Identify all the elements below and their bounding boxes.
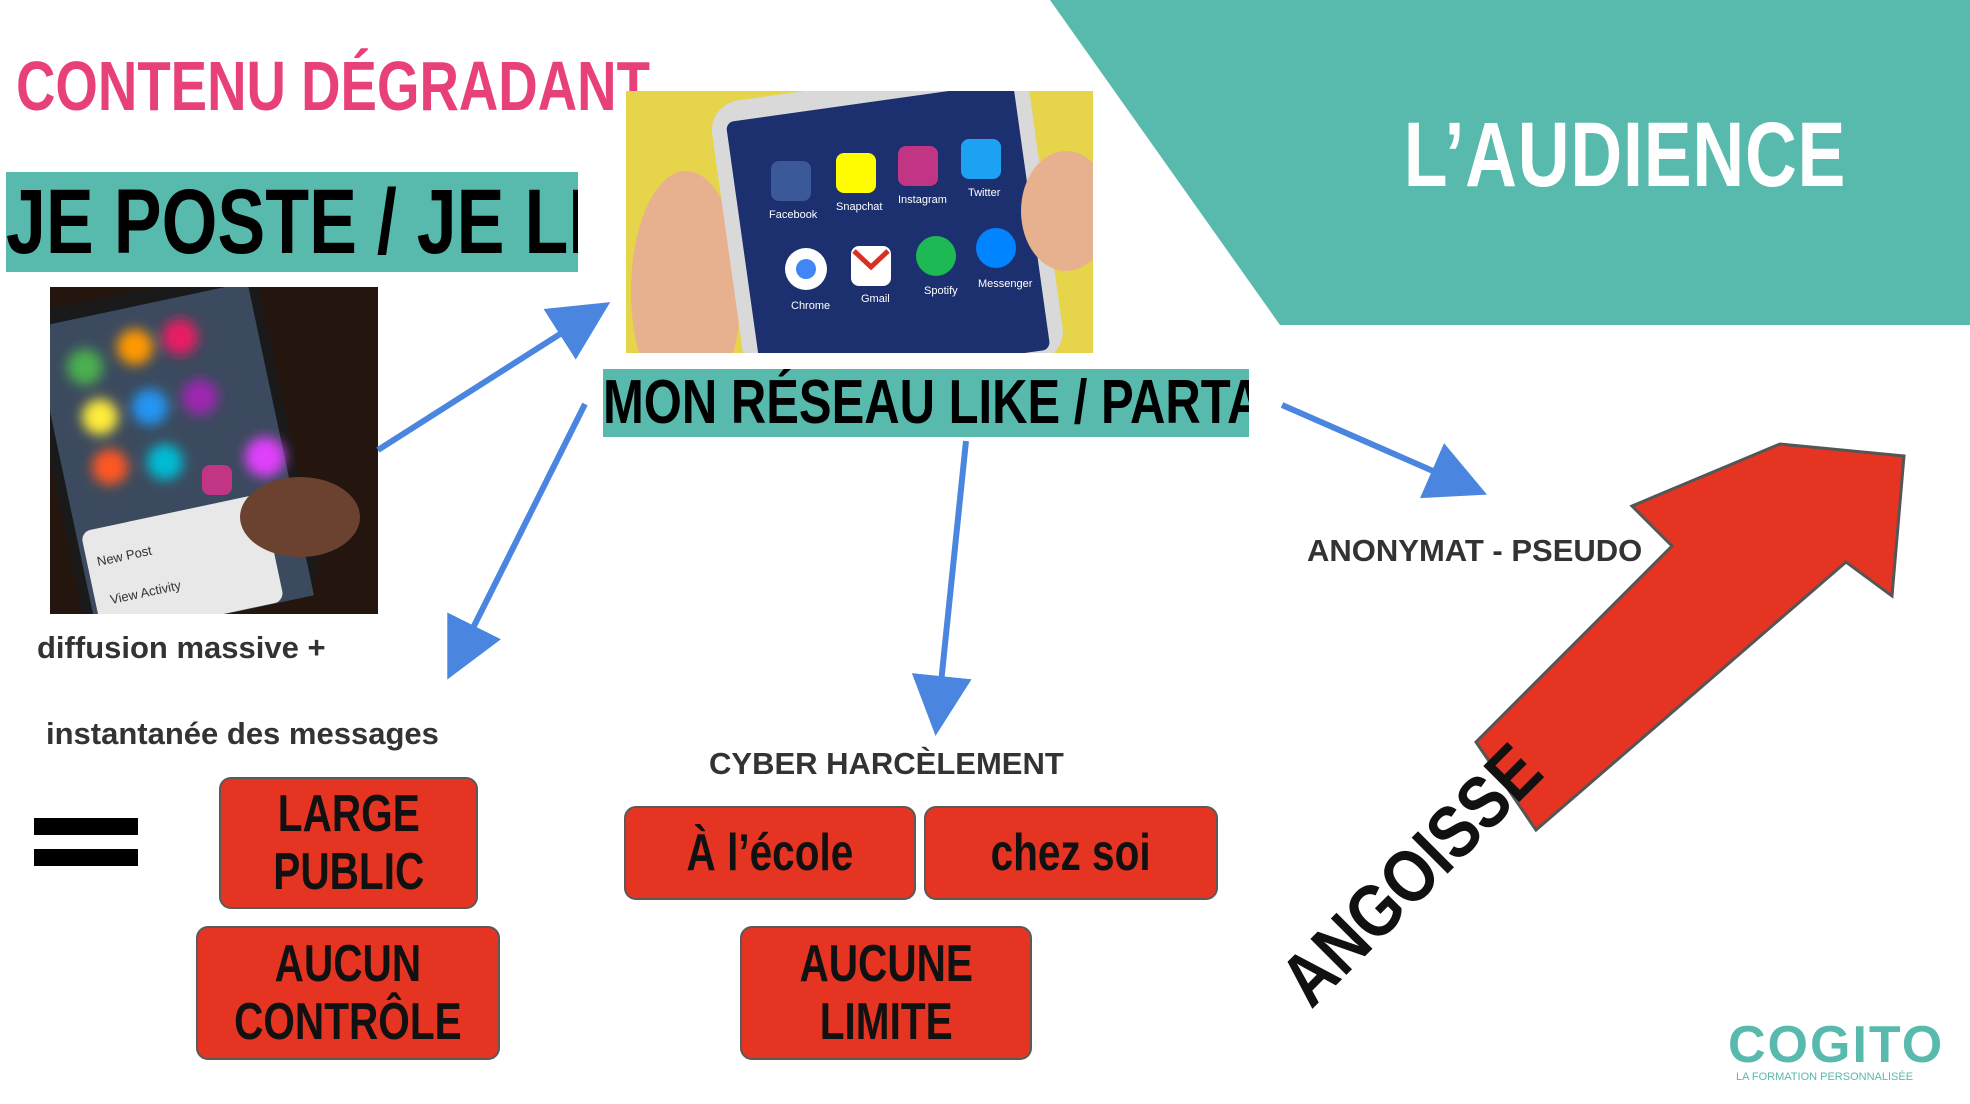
app-snapchat: Snapchat [836, 201, 882, 213]
equals-sign [34, 818, 138, 880]
app-spotify: Spotify [924, 285, 958, 297]
angoisse-label: ANGOISSE [1264, 728, 1557, 1021]
cyber-harcelement-caption: CYBER HARCÈLEMENT [709, 746, 1064, 781]
a-lecole-box: À l’école [624, 806, 916, 900]
chez-soi-label: chez soi [990, 824, 1152, 882]
anonymat-caption: ANONYMAT - PSEUDO [1307, 533, 1643, 568]
cogito-logo: COGITO LA FORMATION PERSONNALISÉE [1728, 1015, 1950, 1083]
a-lecole-label: À l’école [686, 824, 854, 882]
aucun-controle-box: AUCUN CONTRÔLE [196, 926, 500, 1060]
arrow-to-cyber [911, 440, 972, 736]
arrow-to-reseau [376, 302, 611, 453]
phone-photo-left: New Post View Activity [50, 287, 378, 614]
app-facebook: Facebook [769, 209, 818, 221]
je-poste-banner: JE POSTE / JE LIKE [6, 172, 578, 272]
app-instagram: Instagram [898, 194, 947, 206]
contenu-degradant-title: CONTENU DÉGRADANT [16, 47, 650, 125]
diffusion-caption-line2: instantanée des messages [46, 716, 439, 751]
diffusion-caption-line1: diffusion massive + [37, 630, 326, 665]
app-chrome: Chrome [791, 300, 830, 312]
je-poste-label: JE POSTE / JE LIKE [6, 172, 578, 272]
arrow-to-anonymat [1280, 402, 1487, 499]
aucune-limite-label: AUCUNE LIMITE [799, 935, 973, 1051]
mon-reseau-banner: MON RÉSEAU LIKE / PARTAGE [603, 369, 1249, 437]
app-gmail: Gmail [861, 293, 890, 305]
audience-title: L’AUDIENCE [1403, 104, 1847, 206]
aucune-limite-box: AUCUNE LIMITE [740, 926, 1032, 1060]
cogito-logo-text: COGITO [1728, 1016, 1945, 1074]
arrow-to-diffusion [447, 402, 588, 680]
app-messenger: Messenger [978, 278, 1033, 290]
large-public-box: LARGE PUBLIC [219, 777, 478, 909]
aucun-controle-label: AUCUN CONTRÔLE [234, 935, 462, 1051]
mon-reseau-label: MON RÉSEAU LIKE / PARTAGE [603, 369, 1249, 437]
app-twitter: Twitter [968, 187, 1001, 199]
chez-soi-box: chez soi [924, 806, 1218, 900]
cogito-logo-tagline: LA FORMATION PERSONNALISÉE [1736, 1071, 1914, 1083]
phone-photo-center: Facebook Snapchat Instagram Twitter Chro… [626, 91, 1093, 353]
large-public-label: LARGE PUBLIC [273, 785, 424, 901]
